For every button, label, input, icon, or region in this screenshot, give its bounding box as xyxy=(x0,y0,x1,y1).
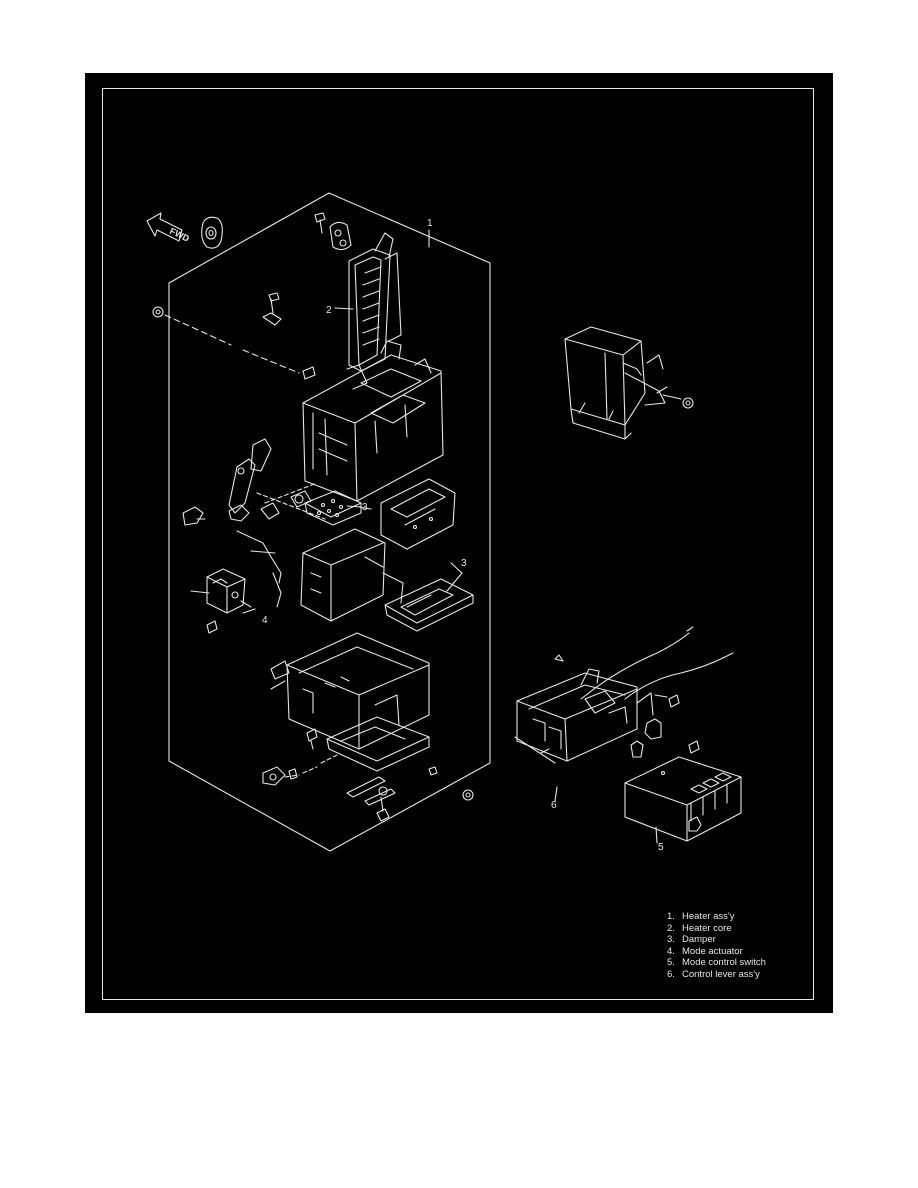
bulb-socket-part-2 xyxy=(630,740,644,758)
legend-label: Mode actuator xyxy=(682,945,743,957)
diagram-panel: FWD xyxy=(85,73,833,1013)
heater-core-part xyxy=(348,232,402,372)
switch-bulb-part xyxy=(688,816,702,832)
legend-item: 3. Damper xyxy=(667,934,766,946)
top-clip-part xyxy=(329,221,352,251)
right-damper-upper-part xyxy=(380,478,456,550)
crank-lever-part xyxy=(182,506,206,526)
legend-label: Mode control switch xyxy=(682,957,766,968)
damper-plate-part xyxy=(304,490,372,526)
legend-number: 1. xyxy=(667,911,675,922)
legend-item: 1. Heater ass'y xyxy=(667,911,766,923)
bottom-clip-part xyxy=(262,754,338,786)
actuator-screw-part xyxy=(206,620,218,634)
legend-number: 6. xyxy=(667,968,675,980)
mode-control-switch-part xyxy=(624,756,742,842)
callout-6: 6 xyxy=(551,800,557,811)
right-damper-lower-part xyxy=(384,578,474,632)
diagram-frame xyxy=(102,88,814,1000)
callout-5: 5 xyxy=(658,842,664,853)
callout-1: 1 xyxy=(427,218,433,229)
leader-lines xyxy=(242,229,658,844)
bulb-socket-part xyxy=(644,718,662,740)
legend-item: 4. Mode actuator xyxy=(667,946,766,958)
blower-duct-part xyxy=(564,326,682,440)
grommet-part xyxy=(201,216,223,249)
cable-clip-part xyxy=(668,694,680,708)
mode-actuator-part xyxy=(190,568,252,614)
fwd-arrow-icon: FWD xyxy=(146,212,191,244)
control-lever-assembly-part xyxy=(514,668,654,764)
legend-number: 4. xyxy=(667,945,675,957)
legend-label: Control lever ass'y xyxy=(682,968,760,980)
bottom-plate-part xyxy=(326,716,430,772)
bottom-grommet-part xyxy=(462,789,474,801)
bracket-part xyxy=(262,292,282,326)
legend-number: 2. xyxy=(667,922,675,934)
bottom-link-part xyxy=(346,776,396,822)
legend-label: Damper xyxy=(682,934,716,945)
legend-label: Heater core xyxy=(682,922,732,934)
exploded-view-drawing: FWD xyxy=(146,192,742,852)
control-cable-part xyxy=(554,626,734,700)
callout-3-right: 3 xyxy=(461,558,467,569)
legend-number: 3. xyxy=(667,934,675,945)
legend-item: 2. Heater core xyxy=(667,923,766,935)
legend-label: Heater ass'y xyxy=(682,911,735,922)
heater-assembly-outline xyxy=(168,192,491,852)
left-grommet-part xyxy=(152,306,164,318)
duct-screw-part xyxy=(682,397,694,409)
parts-legend: 1. Heater ass'y 2. Heater core 3. Damper 4.… xyxy=(667,911,766,980)
legend-item: 6. Control lever ass'y xyxy=(667,969,766,981)
legend-item: 5. Mode control switch xyxy=(667,957,766,969)
legend-number: 5. xyxy=(667,957,675,968)
linkage-part xyxy=(228,438,326,584)
lower-heater-case-part xyxy=(270,632,430,750)
callout-2: 2 xyxy=(326,305,332,316)
top-screw-part xyxy=(314,212,326,234)
middle-housing-part xyxy=(300,528,404,622)
upper-heater-case-part xyxy=(302,340,444,502)
fwd-label: FWD xyxy=(168,226,191,244)
callout-4: 4 xyxy=(262,615,268,626)
callout-3-center: 3 xyxy=(362,502,368,513)
